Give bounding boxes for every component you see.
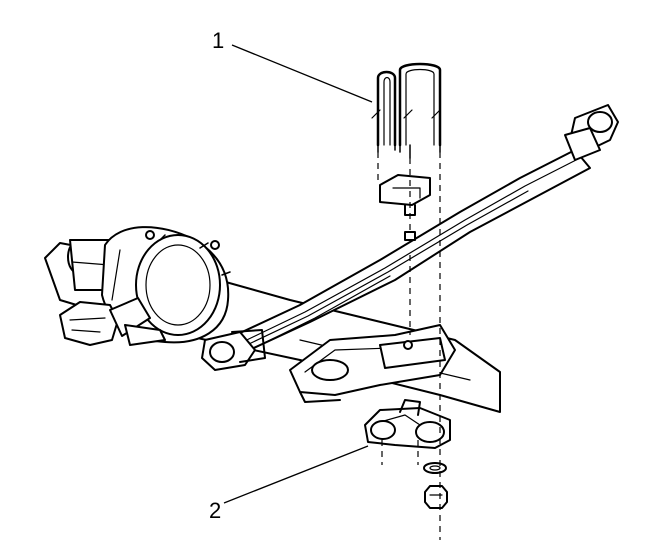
washer [424, 463, 446, 473]
spring-seat [290, 325, 455, 402]
center-bolt [405, 232, 415, 240]
callout-2-label: 2 [209, 498, 222, 523]
leaf-spring [202, 105, 618, 370]
u-bolt-upper-plate [380, 175, 430, 215]
differential-housing [102, 227, 230, 342]
u-bolt-retainer-plate [365, 400, 450, 448]
alignment-lines [378, 152, 440, 540]
nut [425, 486, 447, 508]
u-bolt [372, 64, 440, 158]
callout-1-label: 1 [212, 28, 225, 53]
pinion-yoke [60, 298, 165, 345]
leader-lines [224, 45, 372, 503]
